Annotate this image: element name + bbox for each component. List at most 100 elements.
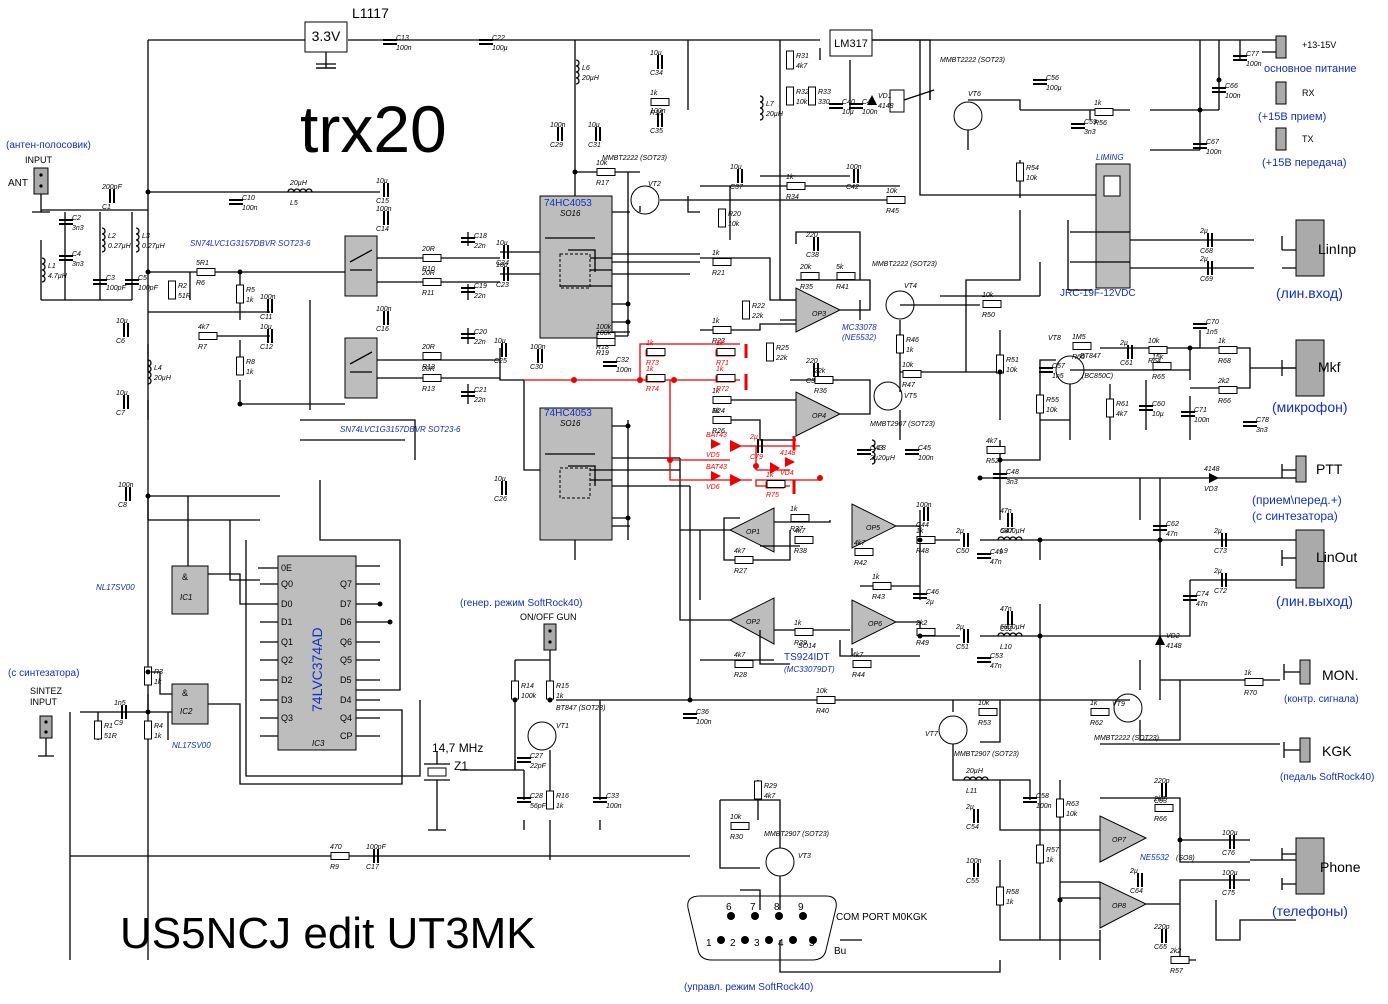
connector-linout[interactable]: LinOut (лин.выход)	[1276, 529, 1357, 609]
c6-value: 10µ	[116, 318, 128, 325]
mux2-pkg: SO16	[560, 419, 581, 428]
connector-tx[interactable]: TX (+15В передача)	[1262, 127, 1347, 169]
c31-ref: C31	[588, 142, 601, 149]
junction	[572, 169, 578, 175]
c51-ref: C51	[956, 644, 969, 651]
svg-text:OP1: OP1	[746, 529, 760, 536]
rx-label: RX	[1302, 88, 1315, 98]
r18-ref: R18	[596, 344, 609, 351]
r43-value: 1k	[872, 574, 880, 581]
junction	[145, 269, 151, 275]
kgk-label: KGK	[1322, 743, 1352, 759]
onoff-label: ON/OFF GUN	[520, 612, 577, 622]
part-l2: L20.27µH	[101, 227, 132, 253]
r49-ref: R49	[916, 640, 929, 647]
c46-value: 2µ	[925, 599, 934, 606]
connector-mkf[interactable]: Mkf (микрофон)	[1272, 339, 1348, 415]
connector-main-power[interactable]: +13-15V основное питание	[1262, 35, 1357, 75]
c39-value: 220	[805, 358, 818, 365]
c32-value: 100n	[616, 367, 632, 374]
c11-ref: C11	[260, 314, 272, 321]
r7-value: 4k7	[198, 324, 210, 331]
connector-lininp[interactable]: LinInp (лин.вход)	[1276, 219, 1356, 301]
part-r43: R43 1k	[872, 574, 892, 601]
sw2-label: SN74LVC1G3157DBVR SOT23-6	[340, 425, 461, 434]
c34-ref: C34	[650, 70, 663, 77]
r54-ref: R54	[1026, 165, 1039, 172]
sintez-input[interactable]: (с синтезатора) SINTEZ INPUT	[8, 668, 79, 757]
sintez-label-1: SINTEZ	[30, 686, 63, 696]
r13-value: 20R	[421, 366, 435, 373]
connector-mon[interactable]: MON. (контр. сигнала)	[1283, 659, 1359, 705]
c71-value: 100n	[1194, 417, 1210, 424]
c19-value: 22n	[473, 293, 486, 300]
antenna-input[interactable]: (антен-полосовик) INPUT ANT	[6, 140, 91, 213]
svg-text:Q0: Q0	[281, 579, 293, 589]
c25-ref: C25	[494, 358, 507, 365]
svg-text:3: 3	[754, 938, 760, 949]
c39-ref: C39	[806, 378, 819, 385]
connector-kgk[interactable]: KGK (педаль SoftRock40)	[1280, 737, 1374, 783]
junction	[145, 493, 151, 499]
l6-value: 20µH	[581, 75, 600, 82]
r11-value: 20R	[421, 270, 435, 277]
regulator-part: L1117	[352, 5, 389, 21]
r74-ref: R74	[646, 386, 659, 393]
r43-ref: R43	[872, 594, 885, 601]
svg-text:OP8: OP8	[1112, 903, 1126, 910]
c73-ref: C73	[1214, 548, 1227, 555]
junction	[1157, 537, 1163, 543]
l2-ref: L2	[108, 233, 116, 240]
c72-ref: C72	[1214, 588, 1227, 595]
connector-phone[interactable]: Phone (телефоны)	[1272, 837, 1361, 919]
lm317-label: LM317	[834, 38, 868, 50]
r30-value: 10k	[730, 814, 742, 821]
c51-value: 2µ	[955, 624, 964, 631]
op-c-label: NE5532	[1140, 853, 1169, 862]
mon-label: MON.	[1322, 667, 1359, 683]
l11-value: 20µH	[965, 768, 984, 775]
c45-ref: C45	[918, 445, 931, 452]
c28-ref: C28	[530, 793, 543, 800]
c66-ref: C66	[1225, 83, 1238, 90]
c27-ref: C27	[530, 753, 544, 760]
c30-ref: C30	[530, 364, 543, 371]
c50-ref: C50	[956, 548, 969, 555]
vd4-ref: VD4	[780, 470, 794, 477]
vd6-ref: VD6	[706, 484, 720, 491]
c3-ref: C3	[106, 275, 115, 282]
connector-rx[interactable]: RX (+15В прием)	[1258, 81, 1326, 123]
vd2-ref: VD2	[1166, 633, 1180, 640]
r32-ref: R32	[796, 89, 809, 96]
gun-switch[interactable]: (генер. режим SoftRock40) ON/OFF GUN	[460, 598, 583, 651]
c42-value: 100n	[846, 164, 862, 171]
connector-ptt[interactable]: PTT (прием\перед.+) (с синтезатора)	[1252, 455, 1343, 523]
c68-value: 2µ	[1199, 228, 1208, 235]
r54-value: 10k	[1026, 175, 1038, 182]
r35-ref: R35	[800, 284, 813, 291]
c52-value: 47n	[1000, 606, 1012, 613]
